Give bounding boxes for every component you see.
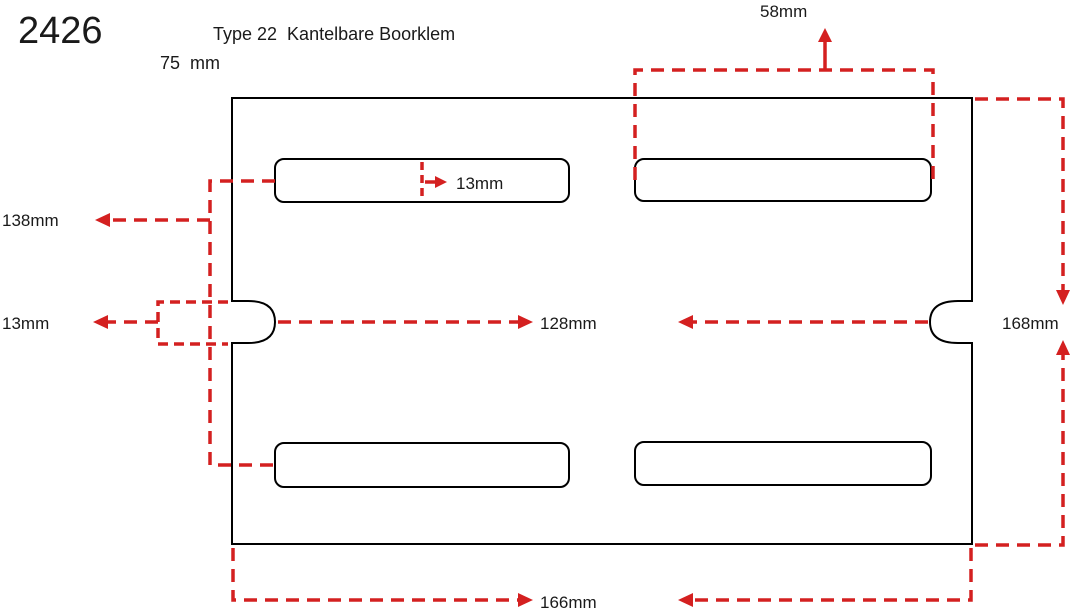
arrow-left-icon (678, 315, 693, 329)
arrow-down-icon (1056, 290, 1070, 305)
arrow-up-icon (818, 28, 832, 42)
dimension-notch: 13mm (2, 300, 228, 346)
dim-label-notch-to-notch: 128mm (540, 314, 597, 333)
arrow-up-icon (1056, 340, 1070, 355)
model-code: 2426 (18, 10, 103, 52)
dim-label-slot-offset: 138mm (2, 211, 59, 230)
dimension-58mm: 58mm (633, 2, 935, 180)
arrow-right-icon (435, 176, 447, 188)
dimension-slot-height: 13mm (420, 162, 503, 200)
arrow-left-icon (678, 593, 693, 607)
dim-label-slot-height: 13mm (456, 174, 503, 193)
dimension-138mm: 138mm (2, 179, 275, 467)
dim-label-slot-spacing: 58mm (760, 2, 807, 21)
dimension-128mm: 128mm (278, 314, 928, 333)
arrow-right-icon (518, 593, 533, 607)
thickness-label: 75 mm (160, 53, 220, 73)
dimension-168mm: 168mm (975, 97, 1070, 547)
arrow-right-icon (518, 315, 533, 329)
slot-bottom-left (274, 442, 570, 488)
slot-bottom-right (634, 441, 932, 486)
slot-top-right (634, 158, 932, 202)
dimension-166mm: 166mm (231, 548, 973, 612)
plate-outline (231, 97, 973, 545)
dim-label-width: 166mm (540, 593, 597, 612)
dim-label-height: 168mm (1002, 314, 1059, 333)
arrow-left-icon (93, 315, 108, 329)
dim-label-notch: 13mm (2, 314, 49, 333)
product-title: Type 22 Kantelbare Boorklem (213, 24, 455, 44)
arrow-left-icon (95, 213, 110, 227)
